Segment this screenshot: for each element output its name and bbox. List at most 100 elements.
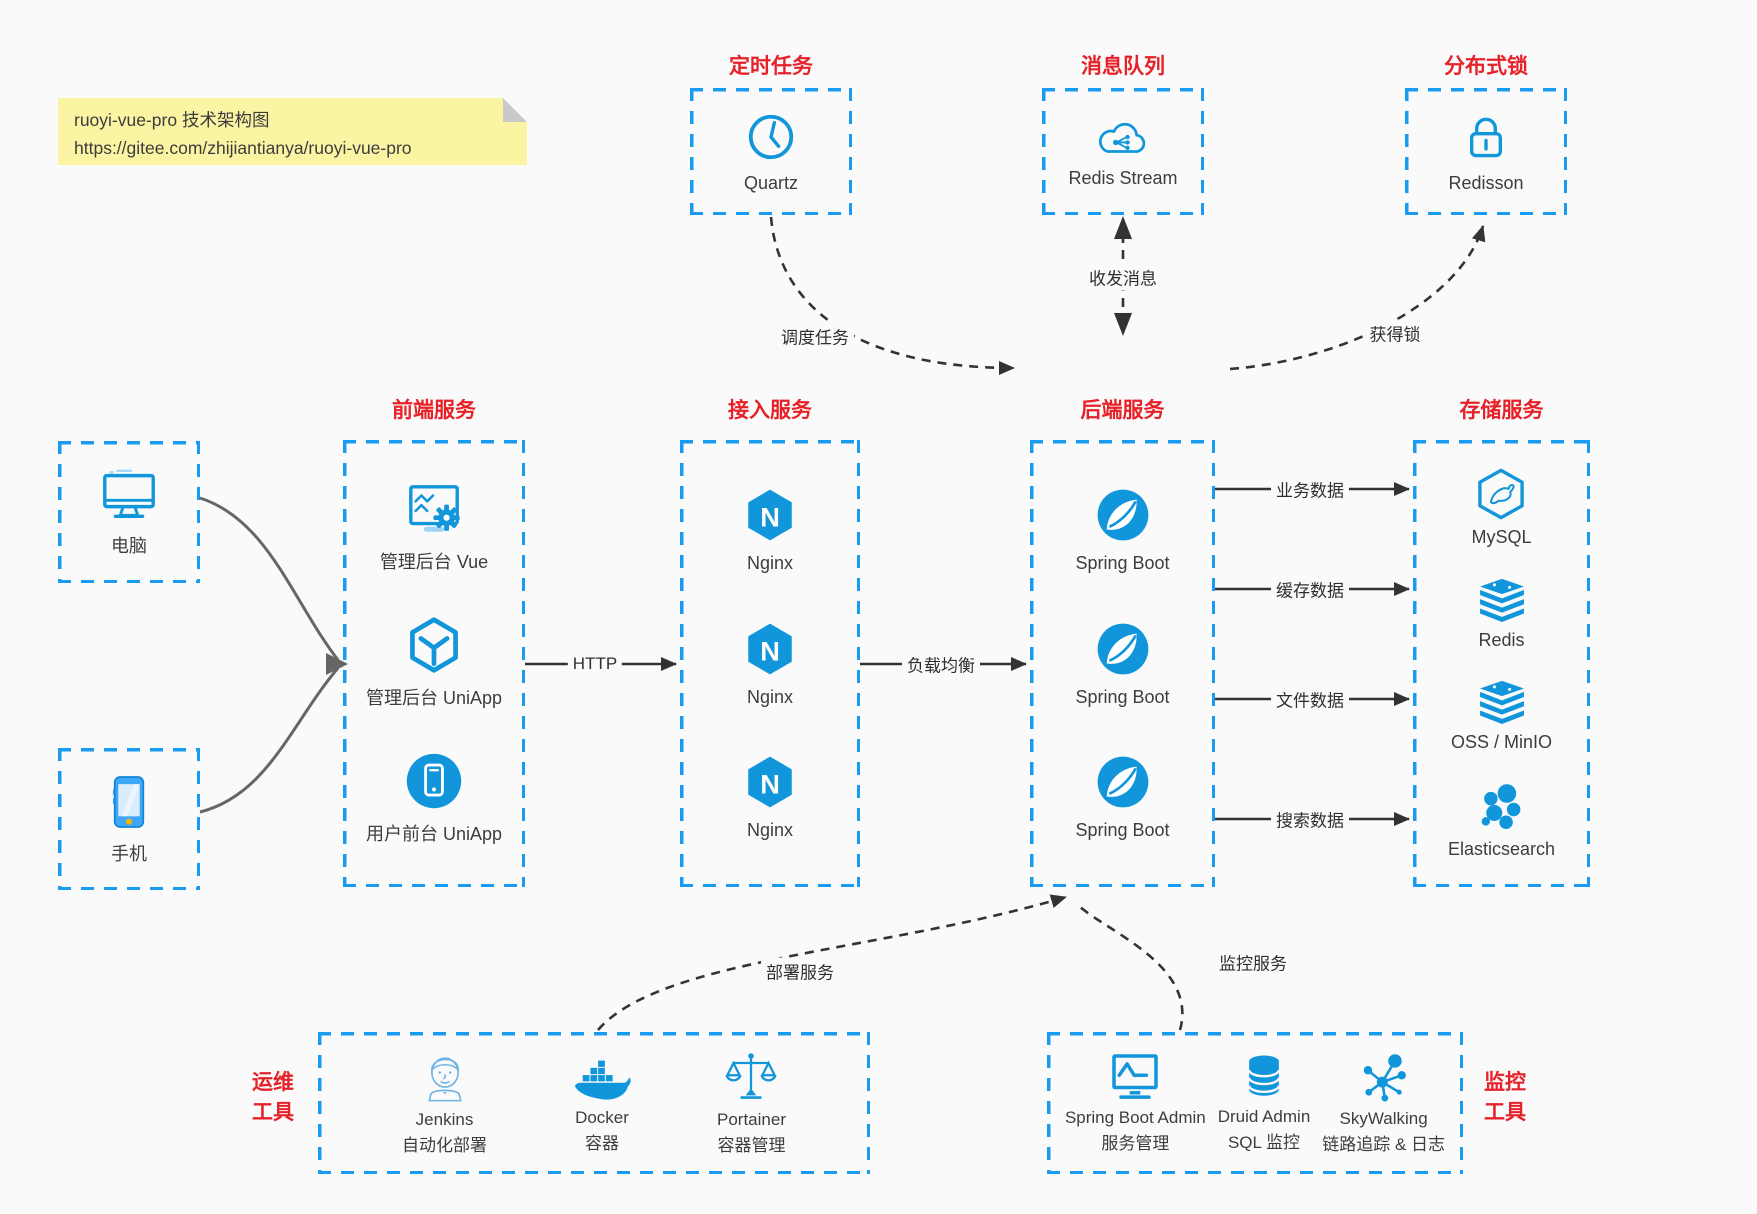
- node-label: 管理后台 Vue: [379, 552, 489, 572]
- tool-name: Druid Admin: [1217, 1107, 1311, 1127]
- scheduler-title: 定时任务: [729, 55, 813, 78]
- ops-title-line1: 运维: [252, 1071, 294, 1094]
- edge-label-schedule-task: 调度任务: [776, 322, 854, 350]
- backend-box: Spring Boot Spring Boot Spring Boot: [1030, 440, 1215, 887]
- svg-text:N: N: [760, 635, 780, 666]
- node-oss-minio: OSS / MinIO: [1451, 678, 1552, 753]
- uniapp-hexagon-icon: [404, 615, 464, 675]
- scales-icon: [723, 1048, 779, 1106]
- spring-boot-icon: [1094, 620, 1152, 678]
- node-spring-boot-admin: Spring Boot Admin 服务管理: [1065, 1050, 1206, 1156]
- tool-desc: SQL 监控: [1227, 1133, 1301, 1152]
- edge-label-http: HTTP: [567, 653, 623, 675]
- node-redis-stream: Redis Stream: [1068, 115, 1178, 189]
- cloud-stream-icon: [1094, 115, 1152, 159]
- edge-label-send-receive-message: 收发消息: [1084, 263, 1162, 291]
- tool-name: Jenkins: [415, 1110, 474, 1130]
- client-mobile-box: 手机: [58, 748, 200, 890]
- scheduler-box: Quartz: [690, 88, 852, 215]
- node-redis: Redis: [1475, 576, 1529, 651]
- monitoring-title-line2: 工具: [1484, 1101, 1526, 1125]
- access-box: N Nginx N Nginx N Nginx: [680, 440, 860, 887]
- mq-box: Redis Stream: [1042, 88, 1204, 215]
- node-label: Quartz: [743, 172, 799, 193]
- node-spring-1: Spring Boot: [1075, 486, 1170, 574]
- node-label: Redis: [1478, 629, 1525, 650]
- phone-icon: [104, 773, 154, 831]
- node-portainer: Portainer 容器管理: [717, 1048, 786, 1158]
- edge-label-load-balance: 负载均衡: [902, 650, 980, 678]
- node-skywalking: SkyWalking 链路追踪 & 日志: [1322, 1049, 1445, 1157]
- node-label: OSS / MinIO: [1450, 732, 1553, 753]
- node-label: MySQL: [1471, 527, 1532, 548]
- tool-name: Docker: [575, 1108, 629, 1128]
- edge-label-deploy-service: 部署服务: [761, 957, 839, 985]
- sticky-note: ruoyi-vue-pro 技术架构图 https://gitee.com/zh…: [58, 98, 527, 165]
- node-pc: 电脑: [98, 467, 160, 558]
- arrow-pc-to-frontend: [199, 496, 340, 661]
- monitor-pulse-icon: [1107, 1050, 1163, 1104]
- node-mobile: 手机: [104, 773, 154, 866]
- storage-title: 存储服务: [1459, 399, 1544, 422]
- tool-desc: 链路追踪 & 日志: [1322, 1135, 1446, 1154]
- node-label: Elasticsearch: [1447, 838, 1556, 859]
- trace-network-icon: [1357, 1049, 1411, 1105]
- ops-box: Jenkins 自动化部署 Docker 容器 Portainer 容器管理: [318, 1032, 870, 1174]
- frontend-box: 管理后台 Vue 管理后台 UniApp 用户前台 UniApp: [343, 440, 525, 887]
- node-admin-uniapp: 管理后台 UniApp: [366, 615, 502, 710]
- arrow-acquire-lock: [1229, 225, 1486, 371]
- edge-label-file-data: 文件数据: [1271, 685, 1349, 713]
- access-title: 接入服务: [728, 399, 812, 422]
- ops-title-line2: 工具: [252, 1101, 294, 1125]
- node-nginx-2: N Nginx: [741, 620, 799, 708]
- desktop-icon: [98, 467, 160, 523]
- docker-icon: [571, 1050, 633, 1104]
- arrow-mobile-to-frontend: [199, 667, 340, 814]
- frontend-title: 前端服务: [392, 399, 476, 422]
- node-spring-2: Spring Boot: [1075, 620, 1170, 708]
- node-mysql: MySQL: [1471, 467, 1532, 548]
- node-spring-3: Spring Boot: [1075, 753, 1170, 841]
- elasticsearch-icon: [1474, 781, 1528, 833]
- object-storage-stack-icon: [1475, 678, 1529, 726]
- node-label: Nginx: [746, 552, 794, 573]
- node-redisson: Redisson: [1448, 110, 1524, 194]
- storage-box: MySQL Redis OSS / MinIO Elasticsearch: [1413, 440, 1590, 887]
- node-elasticsearch: Elasticsearch: [1448, 781, 1555, 860]
- monitoring-title-line1: 监控: [1484, 1071, 1526, 1094]
- svg-text:N: N: [760, 769, 780, 800]
- node-label: Spring Boot: [1075, 552, 1170, 573]
- note-title: ruoyi-vue-pro 技术架构图: [74, 110, 270, 130]
- app-circle-icon: [404, 751, 464, 811]
- node-label: 电脑: [111, 535, 147, 556]
- tool-name: SkyWalking: [1339, 1109, 1428, 1129]
- tool-desc: 自动化部署: [402, 1136, 487, 1155]
- edge-label-acquire-lock: 获得锁: [1364, 319, 1426, 347]
- edge-label-cache-data: 缓存数据: [1271, 575, 1349, 603]
- node-nginx-3: N Nginx: [741, 753, 799, 841]
- node-user-uniapp: 用户前台 UniApp: [366, 751, 502, 846]
- node-docker: Docker 容器: [571, 1050, 633, 1156]
- node-label: Spring Boot: [1075, 686, 1170, 707]
- mysql-icon: [1474, 467, 1528, 521]
- node-druid-admin: Druid Admin SQL 监控: [1217, 1051, 1311, 1155]
- node-label: Nginx: [746, 820, 794, 841]
- tool-desc: 容器管理: [717, 1136, 786, 1155]
- spring-boot-icon: [1094, 753, 1152, 811]
- ops-title: 运维 工具: [240, 1068, 306, 1129]
- lock-icon: [1459, 110, 1513, 164]
- nginx-icon: N: [741, 753, 799, 811]
- node-label: 用户前台 UniApp: [365, 824, 503, 844]
- database-icon: [1239, 1051, 1289, 1103]
- node-label: 管理后台 UniApp: [365, 688, 503, 708]
- edge-label-search-data: 搜索数据: [1271, 805, 1349, 833]
- tool-desc: 服务管理: [1101, 1134, 1170, 1153]
- arrowhead-message-down: [1114, 313, 1132, 336]
- lock-box: Redisson: [1405, 88, 1567, 215]
- edge-label-monitor-service: 监控服务: [1214, 948, 1292, 976]
- node-label: Redisson: [1448, 172, 1524, 193]
- node-label: Nginx: [746, 686, 794, 707]
- arrowhead-message-up: [1114, 216, 1132, 239]
- clock-icon: [744, 110, 798, 164]
- node-label: 手机: [111, 843, 147, 864]
